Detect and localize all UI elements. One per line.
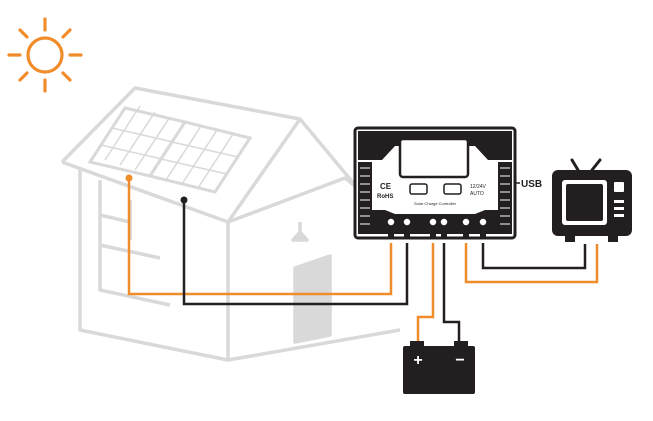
battery-negative-wire (442, 243, 461, 345)
controller-button-right[interactable] (443, 183, 462, 195)
battery-positive-wire (416, 243, 435, 345)
tv-icon (552, 158, 632, 242)
load-negative-wire (481, 243, 587, 270)
mode-label: AUTO (470, 191, 484, 197)
charge-controller: CE RoHS 12/24V AUTO Solar Charge Control… (353, 126, 517, 240)
panel-negative-wire (182, 200, 409, 306)
lcd-display (398, 137, 470, 179)
product-name: Solar Charge Controller (414, 201, 457, 206)
rohs-mark: RoHS (377, 194, 393, 200)
battery-minus-label: − (455, 352, 464, 369)
controller-button-left[interactable] (409, 183, 428, 195)
terminal-row (386, 217, 488, 227)
ce-mark: CE (380, 182, 392, 191)
battery-plus-label: + (413, 352, 422, 369)
load-positive-wire (464, 243, 599, 284)
solar-panel-icon (87, 105, 253, 194)
battery-icon: + − (403, 341, 475, 394)
usb-label: USB (521, 179, 542, 190)
wiring (125, 174, 599, 345)
panel-positive-wire (127, 178, 393, 296)
sun-icon (7, 17, 83, 93)
voltage-label: 12/24V (470, 184, 487, 190)
